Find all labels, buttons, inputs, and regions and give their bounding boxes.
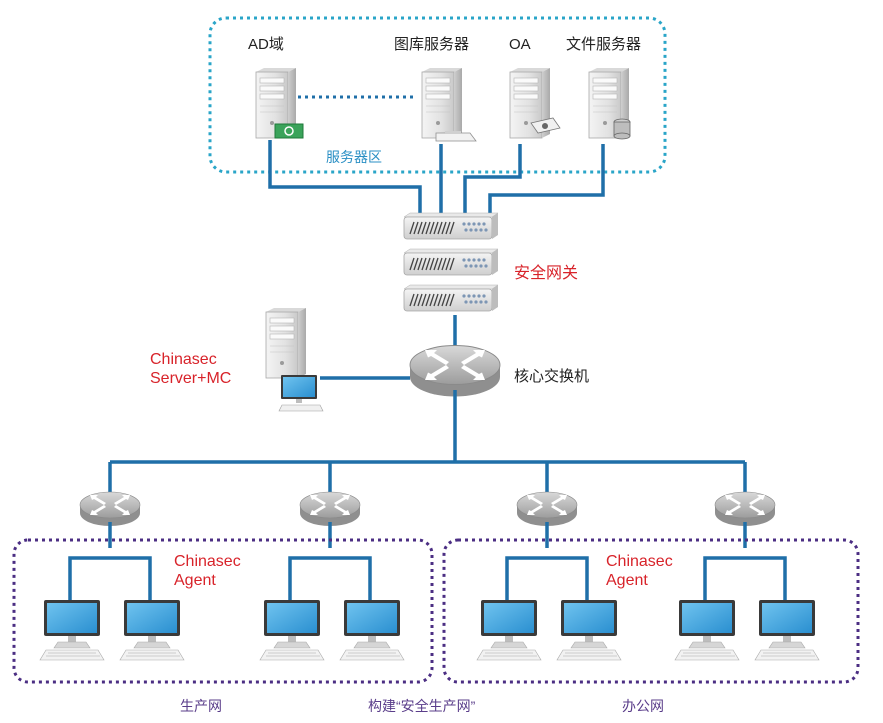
access-links: [68, 522, 787, 600]
access-switch-4-icon: [714, 491, 776, 527]
distribution-drops: [108, 462, 747, 495]
access-switch-2-icon: [299, 491, 361, 527]
agent-left-label-line2: Agent: [174, 572, 216, 589]
production-zone-border: [12, 538, 434, 684]
oa-label: OA: [509, 36, 531, 53]
file-server-icon: [588, 67, 631, 140]
production-network-label: 生产网: [180, 698, 222, 714]
server-zone-label: 服务器区: [326, 149, 382, 165]
file-server-label: 文件服务器: [566, 36, 641, 53]
access-switch-3-icon: [516, 491, 578, 527]
pc-icon: [259, 599, 325, 661]
pc-icon: [39, 599, 105, 661]
access-switch-1-icon: [79, 491, 141, 527]
pc-icon: [556, 599, 622, 661]
security-gateway-label: 安全网关: [514, 264, 578, 282]
office-zone-border: [442, 538, 860, 684]
oa-server-icon: [509, 67, 561, 139]
agent-left-label-line1: Chinasec: [174, 553, 241, 570]
pc-icon: [754, 599, 820, 661]
server-links: [268, 140, 605, 215]
security-gateway-icon: [403, 212, 499, 312]
agent-right-label-line2: Agent: [606, 572, 648, 589]
mc-server-label-line2: Server+MC: [150, 370, 231, 387]
build-secure-network-label: 构建“安全生产网”: [368, 698, 476, 714]
mc-server-label-line1: Chinasec: [150, 351, 217, 368]
mc-server-icon: [265, 307, 324, 412]
office-network-label: 办公网: [622, 698, 664, 714]
ad-domain-label: AD域: [248, 36, 284, 53]
pc-icon: [674, 599, 740, 661]
pc-icon: [476, 599, 542, 661]
gallery-server-label: 图库服务器: [394, 36, 469, 53]
gallery-server-icon: [421, 67, 477, 142]
agent-right-label-line1: Chinasec: [606, 553, 673, 570]
ad-server-icon: [255, 67, 304, 139]
pc-icon: [339, 599, 405, 661]
pc-icon: [119, 599, 185, 661]
server-zone-border: [208, 16, 667, 174]
core-switch-icon: [409, 344, 501, 398]
core-switch-label: 核心交换机: [514, 367, 589, 385]
